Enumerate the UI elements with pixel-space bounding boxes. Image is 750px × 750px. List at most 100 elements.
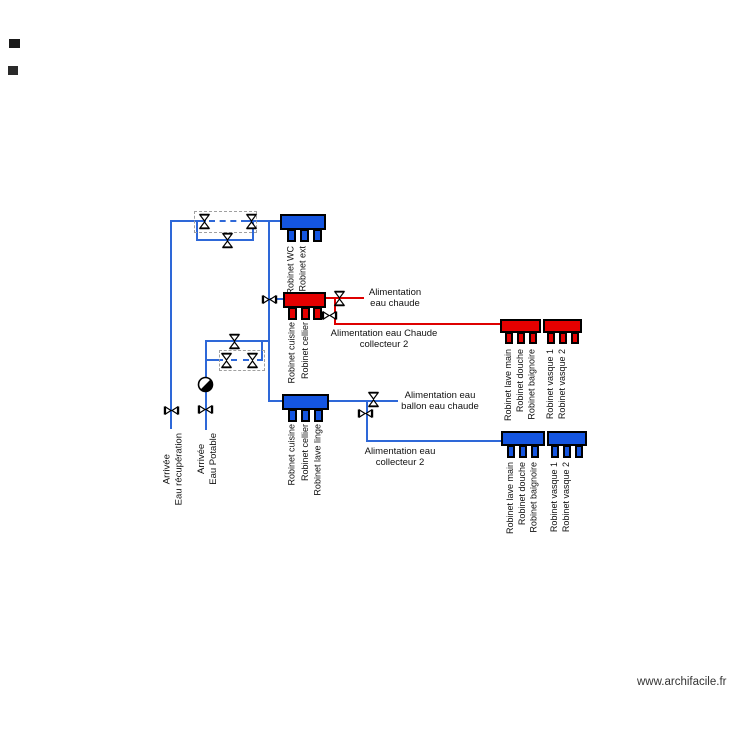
outlet-label-hot-cellier: Robinet cellier [300, 322, 310, 380]
manifold-hot1-stub [301, 307, 310, 320]
outlet-label-hot-cuisine: Robinet cuisine [287, 322, 297, 384]
outlet-label-cold-cuisine: Robinet cuisine [287, 424, 297, 486]
manifold-cold1 [282, 394, 329, 410]
valve-icon-bypass1-right [245, 213, 258, 230]
pipe-recuperation-riser [170, 220, 172, 429]
annotation-line: Alimentation eau [404, 390, 476, 401]
valve-icon-hot-collector2 [321, 310, 338, 321]
manifold-hot2a [500, 319, 541, 333]
valve-icon-bypass2-left [220, 352, 233, 369]
outlet-label-hot-vasque1: Robinet vasque 1 [545, 349, 555, 420]
valve-icon-boiler-supply [367, 391, 380, 408]
pipe-cold-collector2-drop [366, 401, 368, 442]
label-arrivee-recuperation: Arrivée Eau récupération [161, 433, 185, 505]
valve-icon-recuperation [163, 405, 180, 416]
annotation-line: eau chaude [370, 298, 420, 309]
label-line: Arrivée [196, 443, 207, 474]
manifold-cold2b [547, 431, 587, 446]
valve-icon-potable [197, 404, 214, 415]
page-mark [8, 66, 18, 75]
outlet-label-cold-lave-linge: Robinet lave linge [313, 424, 323, 496]
manifold-cold1-stub [288, 409, 297, 422]
manifold-cold2a [501, 431, 545, 446]
pipe-hot-collector2-drop [334, 298, 336, 325]
manifold-hot2a-stub [505, 332, 513, 344]
label-line: Eau récupération [173, 433, 184, 506]
label-line: Arrivée [161, 454, 172, 485]
outlet-label-hot-lave-main: Robinet lave main [503, 349, 513, 422]
outlet-label-cold-vasque1: Robinet vasque 1 [549, 462, 559, 533]
pipe-hot-supply [326, 297, 364, 299]
manifold-cold2b-stub [575, 445, 583, 458]
pipe-boiler-supply [329, 400, 398, 402]
manifold-cold2a-stub [531, 445, 539, 458]
annotation-cold-collector2: Alimentation eau collecteur 2 [360, 446, 440, 468]
pipe-cold-main-vertical [268, 221, 270, 402]
annotation-line: Alimentation eau Chaude [330, 328, 438, 339]
outlet-label-robinet-wc: Robinet WC [286, 246, 296, 295]
manifold-wc-stub [287, 229, 296, 242]
valve-icon-bypass1-loop [221, 232, 234, 249]
annotation-line: collecteur 2 [359, 339, 409, 350]
valve-icon-bypass2-loop [228, 333, 241, 350]
annotation-boiler-supply: Alimentation eau ballon eau chaude [394, 390, 486, 412]
annotation-line: collecteur 2 [375, 457, 425, 468]
bypass1-box [194, 211, 257, 233]
outlet-label-hot-douche: Robinet douche [515, 349, 525, 413]
manifold-hot2a-stub [529, 332, 537, 344]
valve-icon-bypass2-right [246, 352, 259, 369]
pipe-bypass2-top [205, 340, 270, 342]
label-line: Eau Potable [208, 433, 219, 485]
annotation-hot-supply: Alimentation eau chaude [355, 287, 435, 309]
pipe-cold-collector2-feed [366, 440, 503, 442]
label-arrivee-potable: Arrivée Eau Potable [196, 433, 220, 485]
outlet-label-hot-baignoire: Robinet baignoire [527, 349, 537, 420]
pipe-top-main-dashed [209, 220, 247, 222]
manifold-hot2b [543, 319, 582, 333]
outlet-label-cold-douche: Robinet douche [517, 462, 527, 526]
manifold-hot1-stub [313, 307, 322, 320]
outlet-label-cold-lave-main: Robinet lave main [505, 462, 515, 535]
annotation-line: ballon eau chaude [401, 401, 479, 412]
manifold-hot1-stub [288, 307, 297, 320]
pipe-bypass1-right [252, 221, 254, 241]
manifold-hot2a-stub [517, 332, 525, 344]
pipe-bypass2-bottom-left [205, 359, 223, 361]
outlet-label-robinet-ext: Robinet ext [298, 246, 308, 292]
manifold-hot2b-stub [559, 332, 567, 344]
manifold-wc-stub [313, 229, 322, 242]
pipe-top-main-right [246, 220, 282, 222]
pipe-bypass2-bottom-dashed [231, 359, 249, 361]
pump-icon [197, 376, 214, 393]
annotation-line: Alimentation eau [364, 446, 436, 457]
page-mark [9, 39, 20, 48]
manifold-cold2b-stub [563, 445, 571, 458]
watermark: www.archifacile.fr [637, 676, 727, 688]
pipe-bypass1-bottom [196, 239, 254, 241]
manifold-cold2a-stub [507, 445, 515, 458]
pipe-bypass1-left [196, 221, 198, 241]
manifold-cold2b-stub [551, 445, 559, 458]
pipe-top-main-left [170, 220, 206, 222]
manifold-hot2b-stub [547, 332, 555, 344]
manifold-hot1 [283, 292, 326, 308]
valve-icon-hot-supply [333, 290, 346, 307]
annotation-hot-collector2: Alimentation eau Chaude collecteur 2 [325, 328, 443, 350]
pipe-bypass2-bottom-right [257, 359, 263, 361]
outlet-label-cold-baignoire: Robinet baignoire [529, 462, 539, 533]
pipe-branch-cold-manifold [268, 400, 284, 402]
outlet-label-cold-vasque2: Robinet vasque 2 [561, 462, 571, 533]
manifold-cold1-stub [301, 409, 310, 422]
outlet-label-cold-cellier: Robinet cellier [300, 424, 310, 482]
outlet-label-hot-vasque2: Robinet vasque 2 [557, 349, 567, 420]
pipe-hot-collector2-feed [334, 323, 501, 325]
bypass2-box [219, 350, 265, 371]
valve-icon-cold-collector2 [357, 408, 374, 419]
annotation-line: Alimentation [368, 287, 422, 298]
manifold-wc [280, 214, 326, 230]
manifold-cold1-stub [314, 409, 323, 422]
manifold-hot2b-stub [571, 332, 579, 344]
manifold-wc-stub [300, 229, 309, 242]
valve-icon-bypass1-left [198, 213, 211, 230]
